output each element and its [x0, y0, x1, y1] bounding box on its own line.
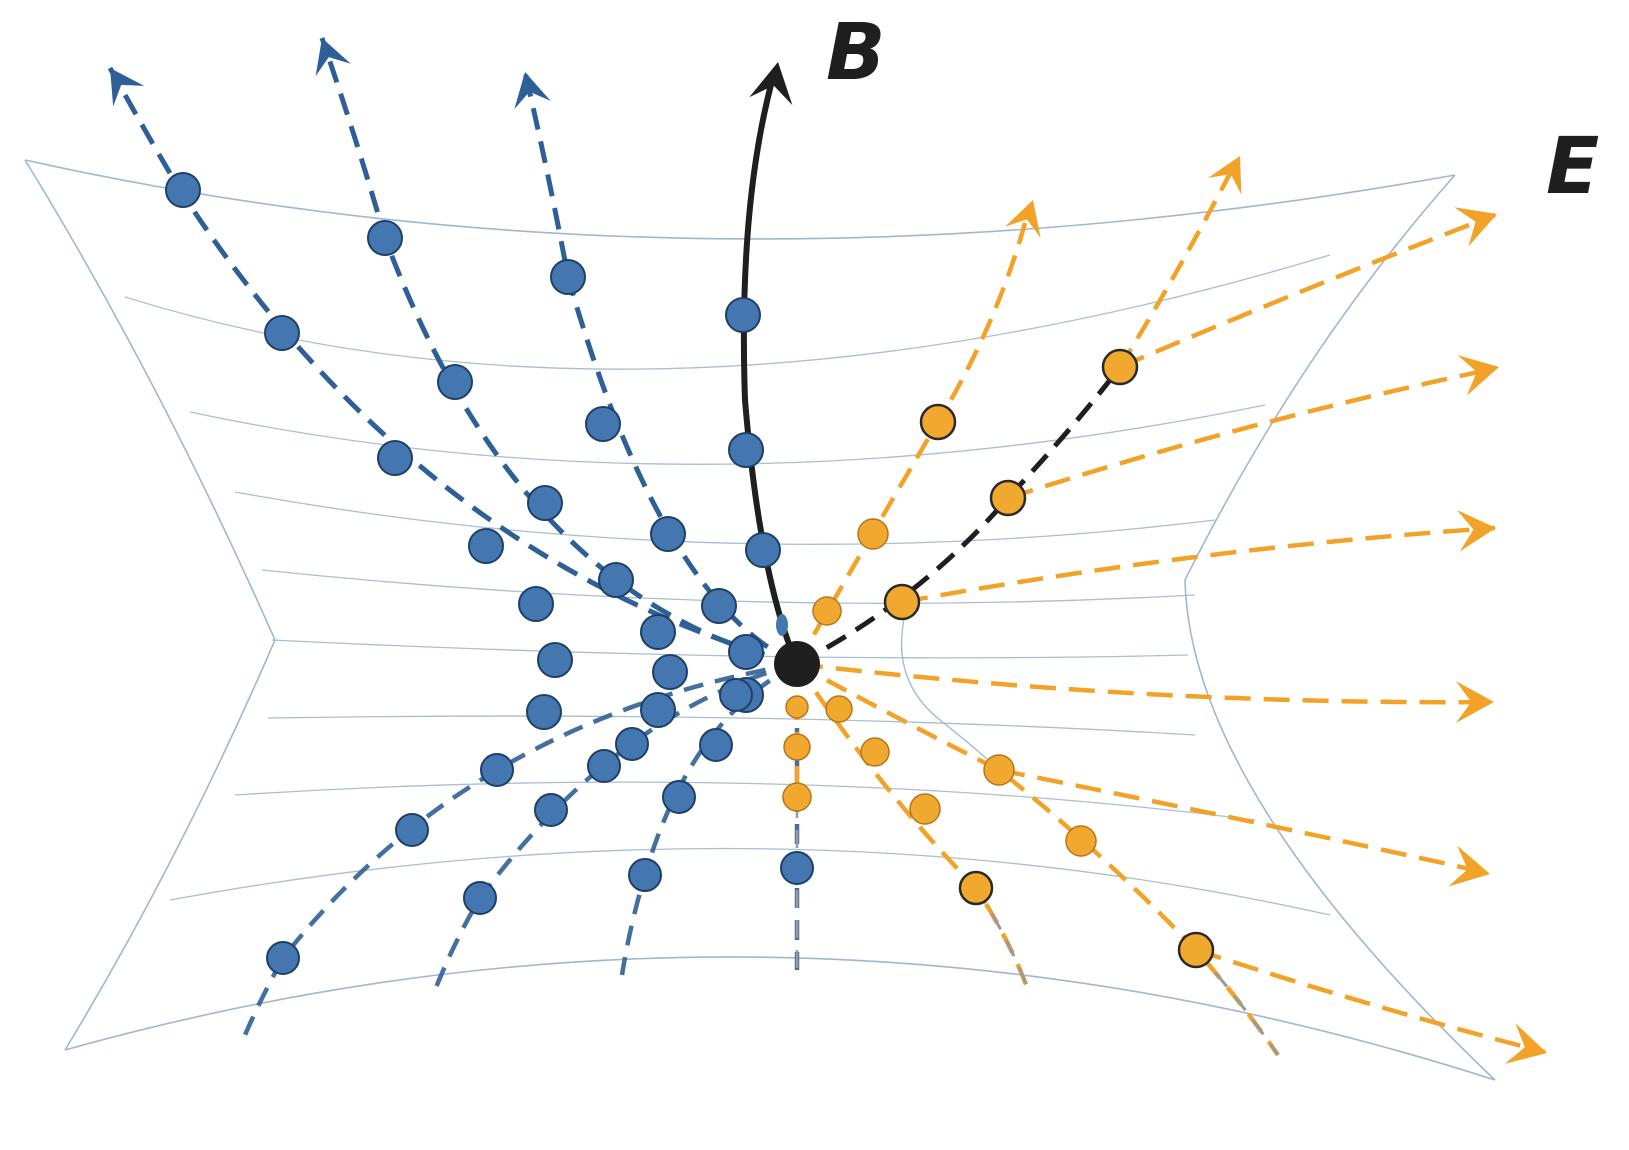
orange-field-line	[901, 525, 1496, 605]
label-e: E	[1546, 122, 1600, 212]
orange-field-line	[795, 158, 1239, 666]
blue-point	[537, 642, 573, 678]
center-point	[774, 641, 820, 687]
blue-point	[463, 881, 497, 915]
e-field-line	[795, 365, 1122, 667]
grid-curve	[267, 715, 1196, 736]
blue-point	[468, 528, 504, 564]
blue-field-line	[319, 37, 798, 667]
blue-point	[550, 259, 586, 295]
orange-point	[909, 793, 941, 825]
sheet-right-edge	[1184, 174, 1496, 1081]
blue-point	[527, 485, 563, 521]
orange-point	[825, 695, 853, 723]
blue-point	[615, 727, 649, 761]
blue-point	[701, 588, 737, 624]
grid-curve	[234, 491, 1216, 545]
blue-point	[699, 728, 733, 762]
orange-point	[989, 479, 1027, 517]
blue-field-line	[432, 661, 798, 991]
grid-curve	[189, 404, 1266, 465]
arrowhead-icon	[749, 62, 793, 106]
blue-point	[377, 440, 413, 476]
field-points	[165, 172, 1215, 975]
label-b: B	[826, 8, 886, 98]
orange-point	[812, 596, 842, 626]
orange-point	[919, 403, 957, 441]
blue-point	[395, 813, 429, 847]
blue-point	[518, 586, 554, 622]
arrowhead-icon	[1456, 509, 1496, 552]
blue-point	[728, 634, 764, 670]
grid-curve	[234, 781, 1256, 821]
orange-point	[983, 754, 1015, 786]
field-lines	[107, 37, 1547, 1064]
orange-point	[1101, 348, 1139, 386]
blue-point	[780, 851, 814, 885]
orange-point	[958, 870, 994, 906]
blue-point	[662, 780, 696, 814]
blue-field-line	[619, 662, 799, 976]
arrowhead-icon	[1457, 355, 1499, 396]
orange-field-line	[998, 767, 1489, 876]
blue-point	[640, 614, 676, 650]
blue-field-line	[107, 66, 798, 667]
sheet-left-edge	[24, 159, 276, 1051]
blue-point	[628, 858, 662, 892]
blue-point	[650, 516, 686, 552]
blue-point	[776, 614, 788, 636]
arrowhead-icon	[1005, 200, 1041, 238]
curved-grid	[24, 159, 1496, 1081]
blue-point	[367, 220, 403, 256]
arrowhead-icon	[315, 38, 351, 77]
blue-point	[165, 172, 201, 208]
blue-point	[437, 364, 473, 400]
blue-point	[728, 432, 764, 468]
arrowhead-icon	[1456, 681, 1494, 723]
blue-point	[598, 562, 634, 598]
arrowhead-icon	[1454, 207, 1497, 247]
blue-point	[719, 678, 753, 712]
orange-point	[782, 782, 812, 812]
orange-point	[857, 518, 889, 550]
blue-point	[652, 654, 688, 690]
arrowhead-icon	[1448, 845, 1490, 887]
orange-field-line	[1195, 947, 1546, 1055]
blue-point	[266, 941, 300, 975]
orange-point	[1065, 825, 1097, 857]
blue-point	[725, 297, 761, 333]
orange-point	[785, 695, 809, 719]
arrowhead-icon	[514, 72, 551, 110]
orange-point	[783, 733, 811, 761]
arrowhead-icon	[1504, 1023, 1547, 1064]
blue-point	[745, 532, 781, 568]
orange-point	[883, 583, 921, 621]
arrowhead-icon	[1208, 156, 1242, 195]
blue-point	[480, 753, 514, 787]
sheet-top-edge	[24, 159, 1456, 240]
arrowhead-icon	[110, 68, 145, 107]
blue-point	[264, 315, 300, 351]
blue-point	[585, 406, 621, 442]
grid-curve	[169, 847, 1331, 916]
blue-point	[534, 793, 568, 827]
orange-field-line	[795, 662, 1280, 1057]
orange-point	[1177, 931, 1215, 969]
orange-field-line	[1119, 212, 1496, 370]
blue-point	[526, 694, 562, 730]
orange-field-line	[1007, 365, 1498, 501]
blue-point	[640, 692, 676, 728]
b-field-line	[740, 69, 800, 666]
orange-field-line	[796, 661, 1494, 705]
blue-point	[587, 749, 621, 783]
orange-point	[860, 737, 890, 767]
sheet-bottom-edge	[64, 956, 1496, 1081]
